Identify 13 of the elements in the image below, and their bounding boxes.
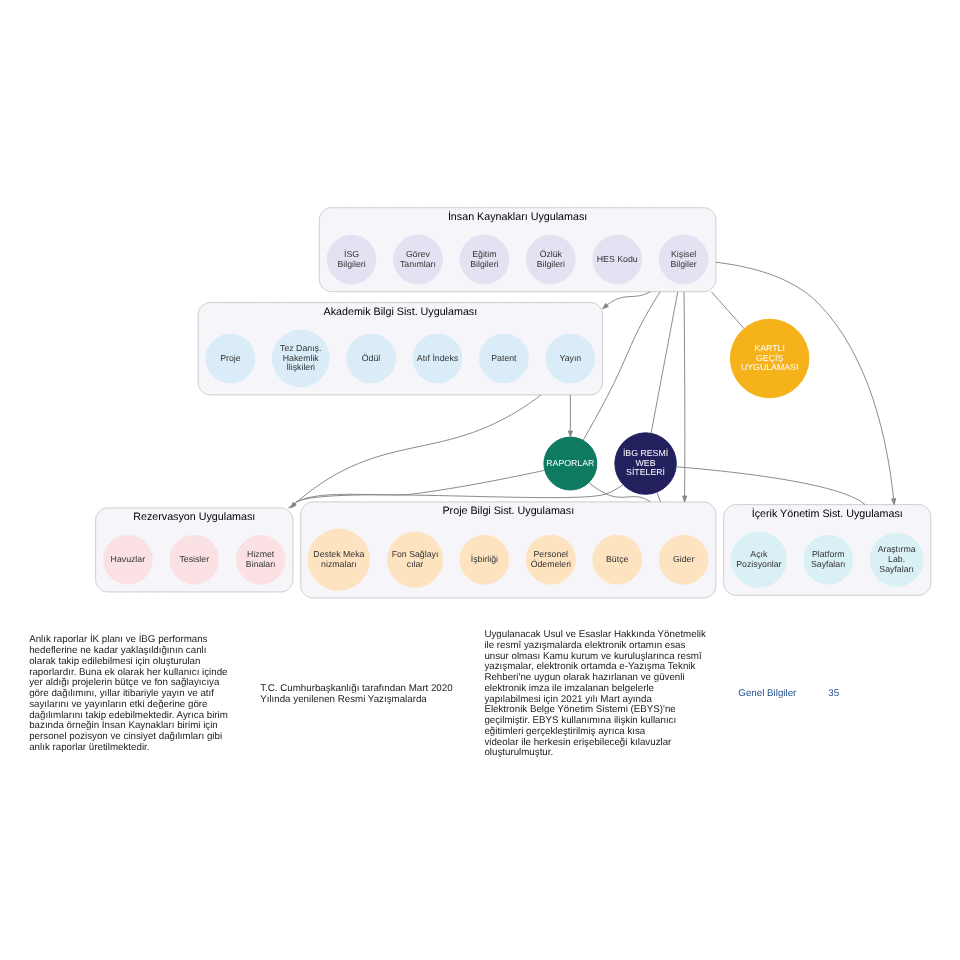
- connector: [650, 290, 679, 433]
- arrow: [682, 290, 688, 502]
- arrow: [290, 393, 542, 508]
- connector: [675, 465, 866, 505]
- arrow: [567, 393, 573, 437]
- connector: [588, 481, 651, 502]
- arrow: [602, 290, 651, 309]
- connector: [710, 290, 745, 328]
- connector: [288, 483, 624, 508]
- arrow: [715, 260, 897, 505]
- connector: [288, 468, 545, 508]
- connector: [656, 490, 662, 502]
- connector: [582, 290, 661, 440]
